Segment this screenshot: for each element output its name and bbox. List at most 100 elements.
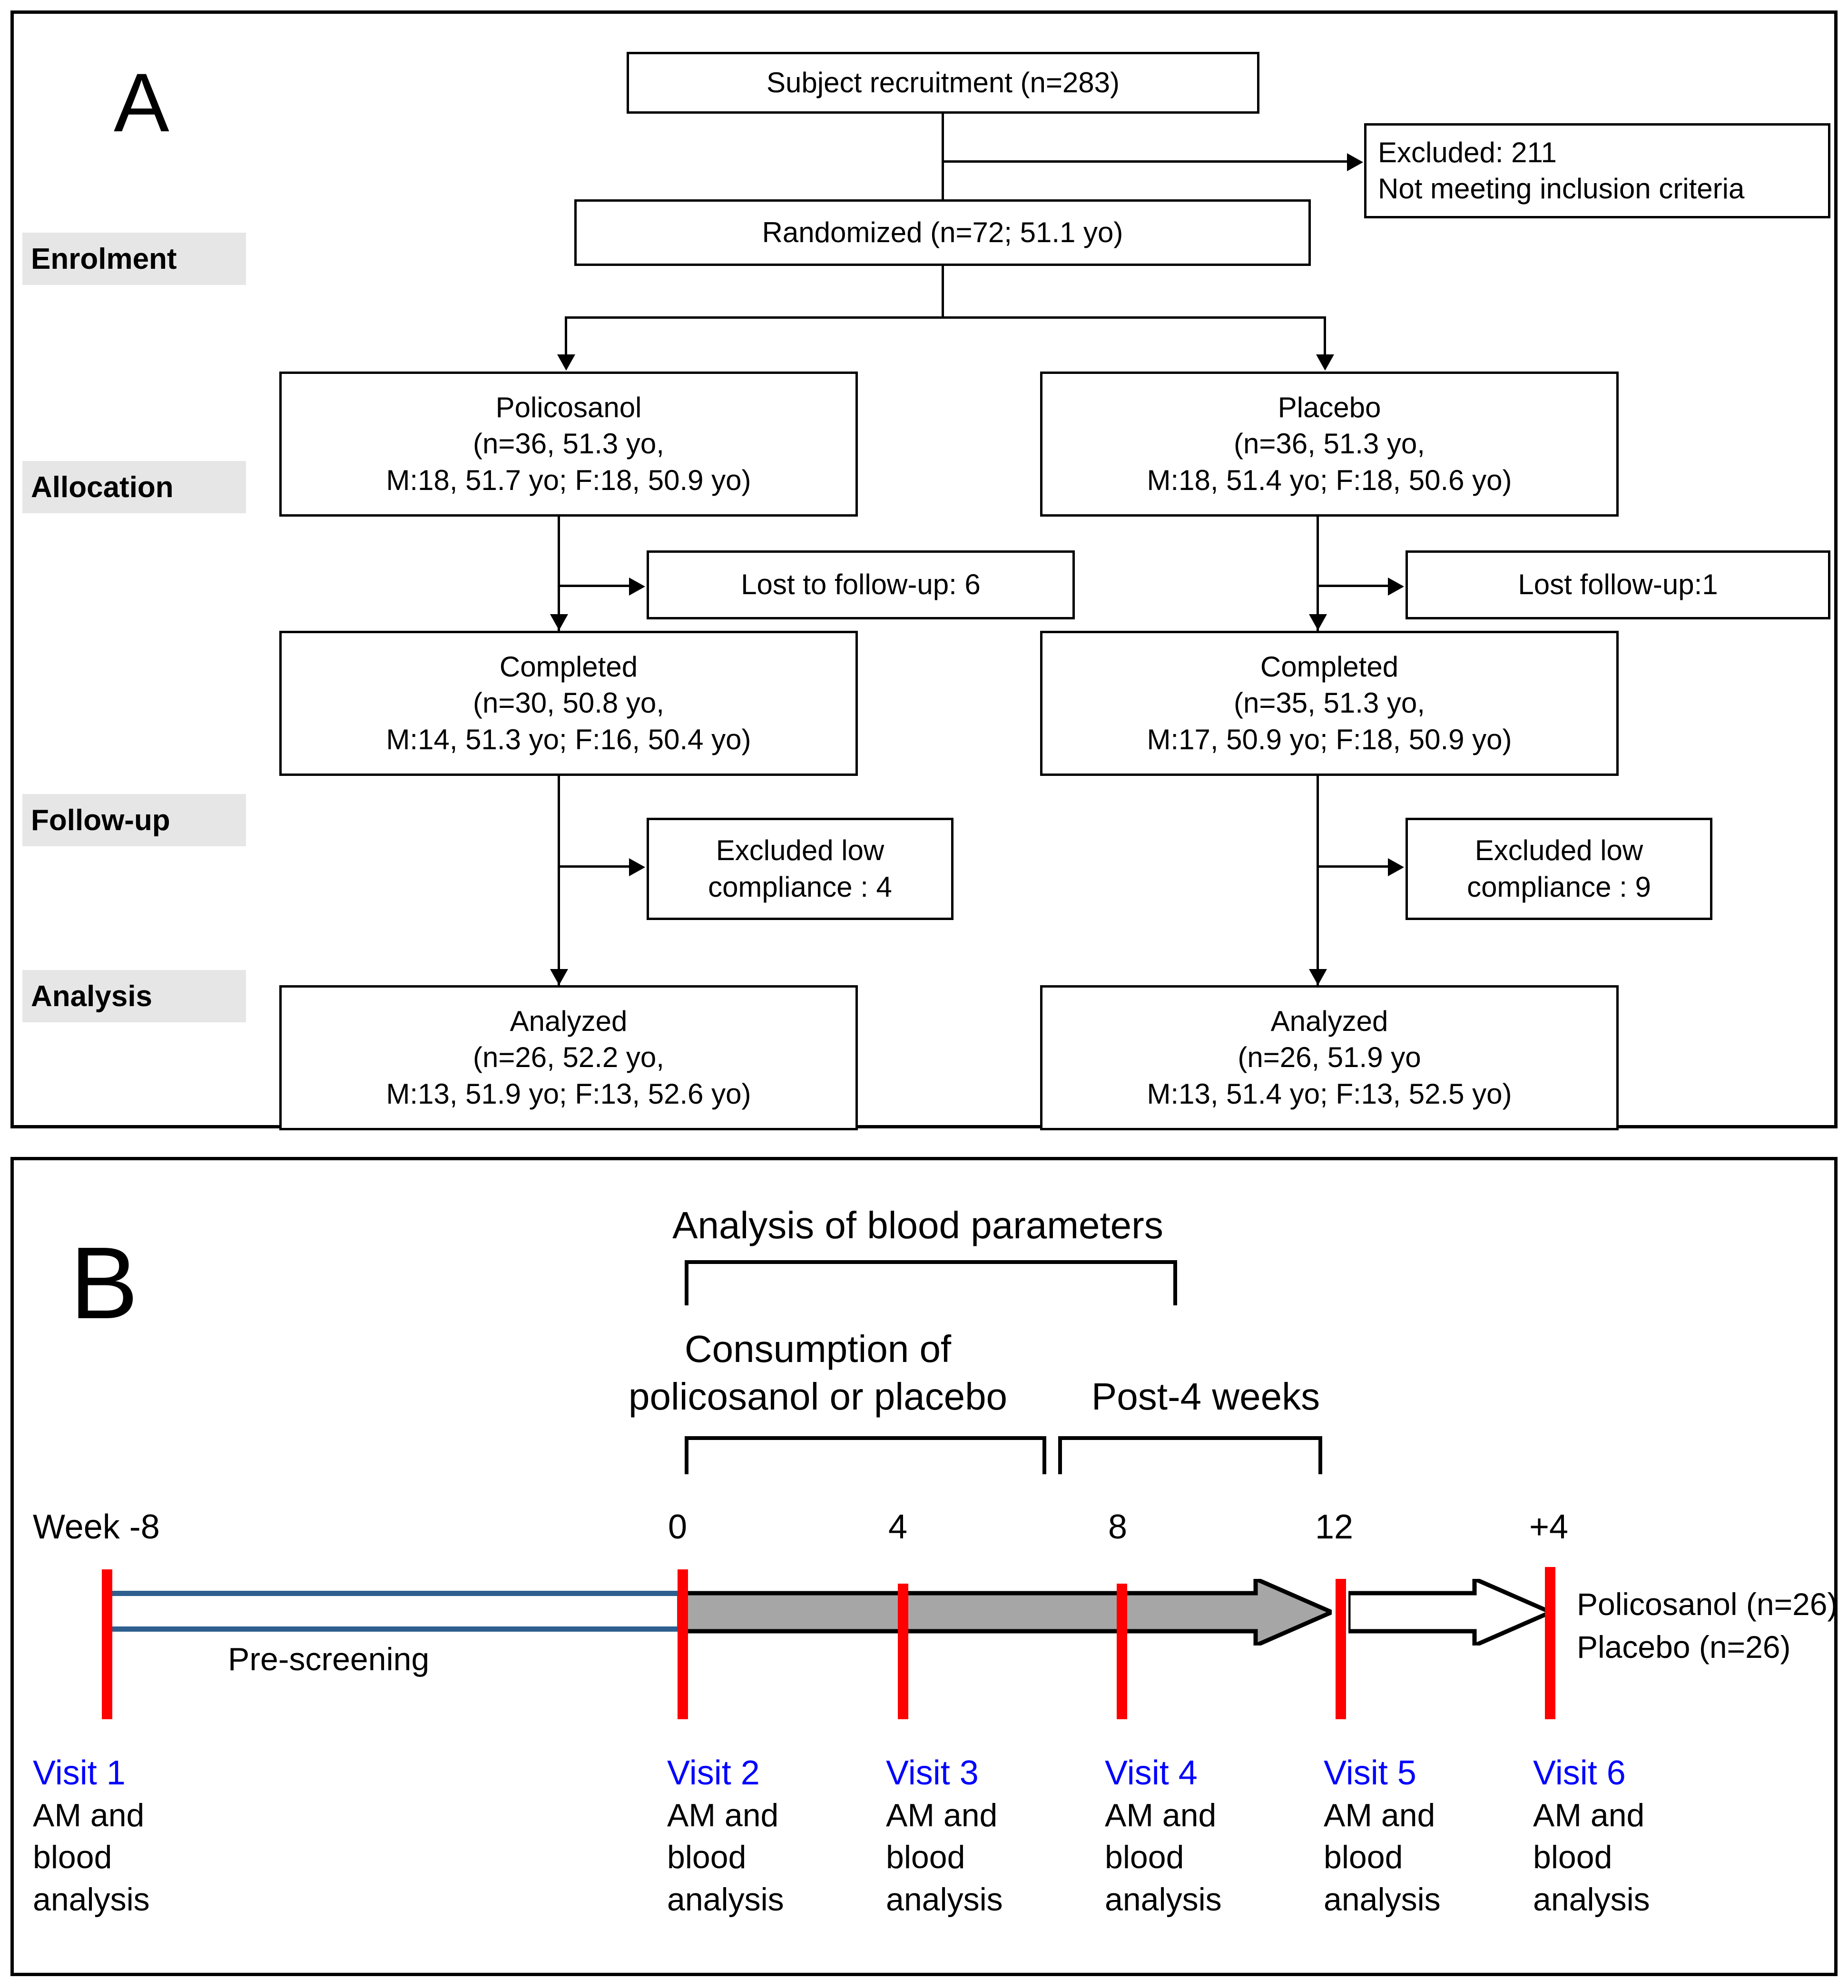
box-lost-followup-left: Lost to follow-up: 6 [647,550,1075,619]
title-post-4-weeks: Post-4 weeks [1091,1375,1320,1418]
box-line: Randomized (n=72; 51.1 yo) [762,216,1123,248]
arrow-right-icon [1347,153,1363,171]
prescreening-box [107,1591,682,1632]
stage-label-allocation: Allocation [22,461,246,513]
connector-split-left [565,316,567,359]
box-line: M:18, 51.4 yo; F:18, 50.6 yo) [1147,464,1512,496]
visit-name-6: Visit 6 [1533,1754,1626,1792]
title-consumption-line1: Consumption of [684,1328,952,1370]
stage-label-enrolment: Enrolment [22,233,246,285]
timeline-tick-visit-3 [898,1584,908,1719]
connector-split-horizontal [565,316,1326,319]
box-line: Lost follow-up:1 [1518,568,1718,601]
box-excluded-lowcompliance-left: Excluded low compliance : 4 [647,818,953,920]
arrow-down-icon [550,969,568,985]
connector-to-lost-right [1317,585,1388,587]
connector-to-lowcomp-right [1317,865,1388,868]
post4-arrow-icon [1348,1579,1551,1645]
arrow-right-icon [1388,858,1404,876]
bracket-consumption [685,1436,1046,1474]
visit-block-2: Visit 2 AM and blood analysis [667,1753,784,1920]
box-line: (n=30, 50.8 yo, [473,687,664,719]
box-placebo-allocation: Placebo (n=36, 51.3 yo, M:18, 51.4 yo; F… [1040,372,1619,517]
panel-a-letter: A [114,57,169,149]
consumption-arrow-icon [685,1579,1332,1645]
box-line: compliance : 9 [1467,871,1651,903]
visit-block-4: Visit 4 AM and blood analysis [1105,1753,1222,1920]
visit-desc-4: AM and blood analysis [1105,1797,1222,1918]
connector-split-right [1324,316,1326,359]
connector-policosanol-completed [558,517,560,631]
box-excluded: Excluded: 211 Not meeting inclusion crit… [1364,123,1830,218]
box-line: Analyzed [1270,1005,1388,1038]
week-tick-label-12: 12 [1315,1508,1354,1546]
box-policosanol-allocation: Policosanol (n=36, 51.3 yo, M:18, 51.7 y… [279,372,858,517]
bracket-blood-parameters [685,1260,1177,1305]
box-completed-right: Completed (n=35, 51.3 yo, M:17, 50.9 yo;… [1040,631,1619,776]
box-analyzed-left: Analyzed (n=26, 52.2 yo, M:13, 51.9 yo; … [279,985,858,1130]
arrow-down-icon [557,354,575,371]
arrow-right-icon [629,858,645,876]
visit-name-1: Visit 1 [33,1754,126,1792]
bracket-post4 [1058,1436,1322,1474]
title-analysis-blood-parameters: Analysis of blood parameters [672,1204,1163,1246]
stage-label-followup: Follow-up [22,794,246,846]
visit-desc-1: AM and blood analysis [33,1797,150,1918]
box-subject-recruitment: Subject recruitment (n=283) [627,52,1259,114]
connector-to-excluded [942,160,1347,163]
visit-block-1: Visit 1 AM and blood analysis [33,1753,150,1920]
box-line: M:13, 51.4 yo; F:13, 52.5 yo) [1147,1077,1512,1110]
arrow-down-icon [1316,354,1334,371]
box-line: M:17, 50.9 yo; F:18, 50.9 yo) [1147,723,1512,755]
box-line: Excluded low [1474,834,1643,867]
visit-name-2: Visit 2 [667,1754,760,1792]
box-line: Placebo [1278,392,1381,424]
connector-recruitment-randomized [942,114,944,199]
connector-completed-analyzed-right [1317,776,1319,985]
box-line: Analyzed [510,1005,628,1038]
visit-desc-2: AM and blood analysis [667,1797,784,1918]
arrow-down-icon [550,614,568,630]
week-tick-label-0: 0 [668,1508,688,1546]
week-axis-prefix-label: Week -8 [33,1508,160,1546]
visit-name-4: Visit 4 [1105,1754,1198,1792]
visit-desc-6: AM and blood analysis [1533,1797,1650,1918]
box-lost-followup-right: Lost follow-up:1 [1406,550,1830,619]
box-line: M:18, 51.7 yo; F:18, 50.9 yo) [386,464,751,496]
visit-desc-3: AM and blood analysis [886,1797,1003,1918]
box-analyzed-right: Analyzed (n=26, 51.9 yo M:13, 51.4 yo; F… [1040,985,1619,1130]
box-line: Not meeting inclusion criteria [1378,173,1745,205]
box-line: Completed [499,651,638,683]
timeline-tick-visit-4 [1117,1584,1127,1719]
title-consumption-line2: policosanol or placebo [628,1375,1008,1418]
box-line: (n=26, 51.9 yo [1238,1041,1421,1074]
box-randomized: Randomized (n=72; 51.1 yo) [574,199,1311,266]
box-line: (n=36, 51.3 yo, [1234,428,1425,460]
box-line: Lost to follow-up: 6 [741,568,981,601]
visit-desc-5: AM and blood analysis [1324,1797,1441,1918]
prescreening-label: Pre-screening [228,1641,430,1677]
box-line: Excluded: 211 [1378,136,1557,168]
week-tick-label-8: 8 [1108,1508,1128,1546]
panel-b-letter: B [70,1225,138,1340]
arrow-down-icon [1309,969,1327,985]
box-line: M:14, 51.3 yo; F:16, 50.4 yo) [386,723,751,755]
panel-a: A Enrolment Allocation Follow-up Analysi… [10,10,1838,1130]
week-tick-label-4: 4 [888,1508,908,1546]
arrow-down-icon [1309,614,1327,630]
connector-placebo-completed [1317,517,1319,631]
visit-block-6: Visit 6 AM and blood analysis [1533,1753,1650,1920]
arrow-right-icon [629,578,645,596]
visit-block-3: Visit 3 AM and blood analysis [886,1753,1003,1920]
connector-to-lowcomp-left [558,865,629,868]
box-line: (n=35, 51.3 yo, [1234,687,1425,719]
week-tick-label-plus4: +4 [1529,1508,1569,1546]
visit-name-3: Visit 3 [886,1754,979,1792]
visit-name-5: Visit 5 [1324,1754,1416,1792]
legend-policosanol: Policosanol (n=26) [1577,1586,1838,1622]
box-line: Excluded low [716,834,885,867]
connector-randomized-split [942,266,944,318]
box-line: M:13, 51.9 yo; F:13, 52.6 yo) [386,1077,751,1110]
timeline-tick-visit-2 [678,1569,688,1719]
box-line: Subject recruitment (n=283) [766,66,1120,98]
